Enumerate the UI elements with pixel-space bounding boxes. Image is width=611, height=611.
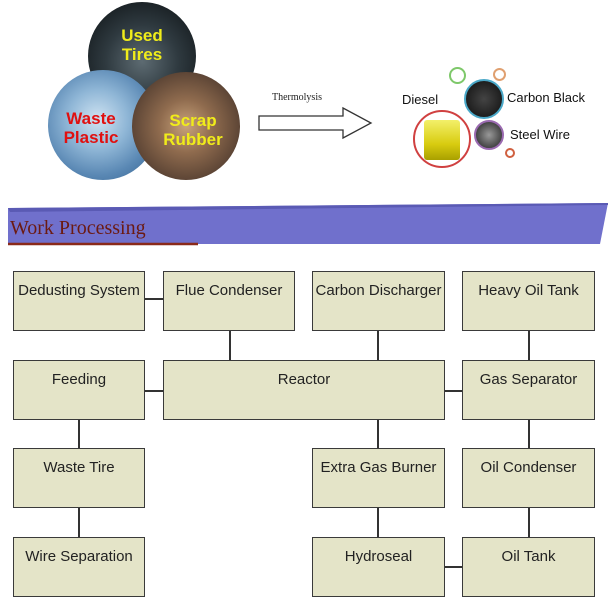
connector [144,298,164,300]
carbon-black-label: Carbon Black [507,90,586,105]
connector [528,330,530,361]
connector [444,390,462,392]
process-arrow [258,106,373,140]
flue-condenser-box: Flue Condenser [163,271,295,331]
steel-wire-photo [474,120,504,150]
connector [377,419,379,449]
connector [377,330,379,361]
decor-ring [449,67,466,84]
oil-condenser-box: Oil Condenser [462,448,595,508]
diesel-label: Diesel [402,92,439,107]
wire-separation-box: Wire Separation [13,537,145,597]
carbon-black-photo [464,79,504,119]
decor-ring [493,68,506,81]
connector [444,566,462,568]
steel-wire-label: Steel Wire [510,127,570,142]
connector [377,507,379,538]
scrap-rubber-photo [132,72,240,180]
connector [78,507,80,538]
connector [528,419,530,449]
decor-ring [505,148,515,158]
connector [229,330,231,361]
connector [78,419,80,449]
used-tires-label: Used Tires [121,26,163,64]
connector [528,507,530,538]
carbon-discharger-box: Carbon Discharger [312,271,445,331]
oil-tank-box: Oil Tank [462,537,595,597]
scrap-rubber-label: Scrap Rubber [163,111,223,149]
waste-tire-box: Waste Tire [13,448,145,508]
dedusting-system-box: Dedusting System [13,271,145,331]
hydroseal-box: Hydroseal [312,537,445,597]
thermolysis-label: Thermolysis [272,92,322,103]
waste-plastic-label: Waste Plastic [63,109,119,147]
section-banner [8,203,608,246]
heavy-oil-tank-box: Heavy Oil Tank [462,271,595,331]
feeding-box: Feeding [13,360,145,420]
diesel-photo [413,110,471,168]
gas-separator-box: Gas Separator [462,360,595,420]
reactor-box: Reactor [163,360,445,420]
extra-gas-burner-box: Extra Gas Burner [312,448,445,508]
connector [144,390,164,392]
section-title: Work Processing [10,217,146,239]
